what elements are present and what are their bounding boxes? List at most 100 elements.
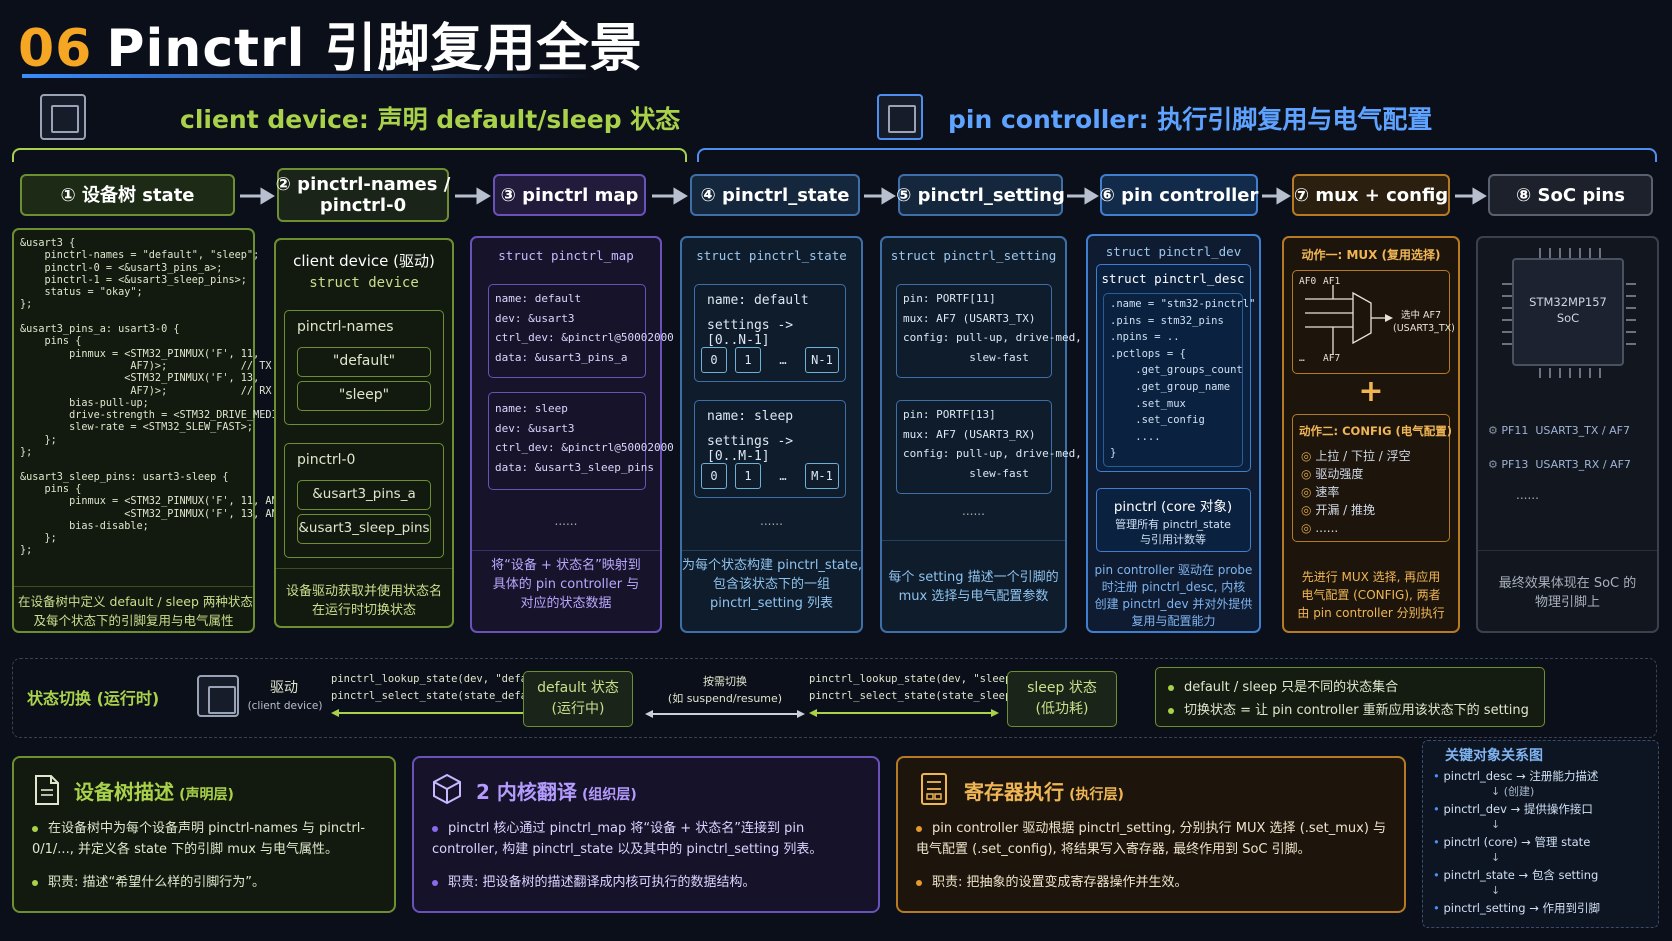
- step-4-label: ④ pinctrl_state: [700, 184, 850, 206]
- pinctrl-names-box: pinctrl-names "default" "sleep": [284, 310, 444, 425]
- toggle-label: 按需切换 (如 suspend/resume): [667, 675, 783, 705]
- client-bracket: [12, 148, 687, 162]
- register-icon: [921, 773, 947, 805]
- switch-label: 状态切换 (运行时): [27, 689, 160, 708]
- state-entry-default: name: default settings -> [0..N-1] 0 1 ……: [694, 284, 846, 382]
- pinctrl-desc-lines: .name = "stm32-pinctrl" .pins = stm32_pi…: [1110, 298, 1256, 460]
- relation-item: • pinctrl_desc → 注册能力描述: [1433, 769, 1599, 783]
- relation-item: • pinctrl_setting → 作用到引脚: [1433, 901, 1601, 915]
- config-item: ◎ 上拉 / 下拉 / 浮空: [1301, 449, 1411, 463]
- pinctrl-core-box: pinctrl (core 对象) 管理所有 pinctrl_state 与引用…: [1096, 488, 1251, 552]
- config-item-text: ......: [1315, 521, 1339, 535]
- map-entry-sleep-text: name: sleep dev: &usart3 ctrl_dev: &pinc…: [495, 402, 674, 474]
- controller-section-header: pin controller: 执行引脚复用与电气配置: [948, 100, 1432, 136]
- map-entry-default-text: name: default dev: &usart3 ctrl_dev: &pi…: [495, 292, 674, 364]
- bottom-card-register: 寄存器执行 (执行层) pin controller 驱动根据 pinctrl_…: [896, 756, 1406, 913]
- bottom-kernel-bullet: pinctrl 核心通过 pinctrl_map 将“设备 + 状态名”连接到 …: [432, 818, 872, 860]
- mux-diagram: [1305, 285, 1393, 355]
- mux-diagram-box: AF0 AF1 … AF7 选中 AF7 (USART3_TX): [1292, 270, 1455, 374]
- step-2: ② pinctrl-names / pinctrl-0: [275, 168, 451, 222]
- bottom-register-header: 寄存器执行 (执行层): [964, 776, 1124, 805]
- pctldev-card: struct pinctrl_dev struct pinctrl_desc .…: [1086, 234, 1261, 633]
- cell-ellipsis: …: [779, 469, 787, 483]
- mux-input-af7: AF7: [1323, 353, 1341, 364]
- step-3-label: ③ pinctrl map: [500, 184, 639, 206]
- bottom-dts-header: 设备树描述 (声明层): [74, 776, 234, 805]
- setting-card: struct pinctrl_setting pin: PORTF[11] mu…: [880, 236, 1082, 633]
- title-text: Pinctrl 引脚复用全景: [106, 19, 643, 79]
- setting-entry-rx-text: pin: PORTF[13] mux: AF7 (USART3_RX) conf…: [903, 408, 1082, 480]
- map-caption: 将“设备 + 状态名”映射到 具体的 pin controller 与 对应的状…: [491, 558, 641, 611]
- mux-caption: 先进行 MUX 选择, 再应用 电气配置 (CONFIG), 两者 由 pin …: [1297, 570, 1445, 620]
- step-5-label: ⑤ pinctrl_setting: [896, 184, 1065, 206]
- config-item: ◎ 驱动强度: [1301, 467, 1364, 481]
- pinctrl-names-label: pinctrl-names: [297, 319, 394, 335]
- relation-text: pinctrl_dev → 提供操作接口: [1443, 802, 1593, 816]
- driver-chip-icon: [197, 675, 239, 717]
- client-caption: 设备驱动获取并使用状态名 在运行时切换状态: [285, 584, 442, 618]
- bottom-register-title: 寄存器执行: [964, 780, 1064, 804]
- soc-divider: [1478, 550, 1657, 551]
- relation-sub: ↓: [1491, 884, 1501, 897]
- state-divider: [682, 550, 861, 551]
- step-1-label: ① 设备树 state: [60, 184, 195, 206]
- setting-divider: [882, 540, 1065, 541]
- bottom-dts-tag: (声明层): [179, 787, 234, 803]
- soc-pin-name: PF11: [1501, 424, 1529, 437]
- soc-card: STM32MP157 SoC ⚙ PF11 USART3_TX / AF7 ⚙ …: [1476, 236, 1659, 633]
- client-chip-icon: [40, 94, 86, 140]
- config-item-text: 驱动强度: [1315, 467, 1364, 481]
- bottom-kernel-bullet-text: pinctrl 核心通过 pinctrl_map 将“设备 + 状态名”连接到 …: [432, 821, 823, 857]
- mux-title: 动作一: MUX (复用选择): [1301, 248, 1441, 262]
- cell: M-1: [805, 463, 839, 489]
- relation-item: • pinctrl_state → 包含 setting: [1433, 868, 1599, 882]
- dts-divider: [14, 586, 253, 587]
- bottom-dts-bullet: 在设备树中为每个设备声明 pinctrl-names 与 pinctrl-0/1…: [32, 818, 388, 860]
- setting-entry-rx: pin: PORTF[13] mux: AF7 (USART3_RX) conf…: [896, 400, 1082, 494]
- pinctrl-core-desc: 管理所有 pinctrl_state 与引用计数等: [1115, 518, 1231, 546]
- relation-text: pinctrl_setting → 作用到引脚: [1443, 901, 1601, 915]
- step-2-label: ② pinctrl-names / pinctrl-0: [275, 174, 451, 216]
- map-entry-sleep: name: sleep dev: &usart3 ctrl_dev: &pinc…: [488, 392, 674, 490]
- driver-label: 驱动: [270, 680, 298, 696]
- setting-entry-tx-text: pin: PORTF[11] mux: AF7 (USART3_TX) conf…: [903, 292, 1082, 364]
- step-4: ④ pinctrl_state: [690, 174, 860, 216]
- cell: 0: [701, 347, 727, 373]
- setting-ellipsis: ......: [962, 504, 985, 518]
- pctldev-caption: pin controller 驱动在 probe 时注册 pinctrl_des…: [1094, 563, 1253, 628]
- state-sleep-name: name: sleep: [707, 409, 794, 424]
- config-item-text: 开漏 / 推挽: [1315, 503, 1375, 517]
- config-title: 动作二: CONFIG (电气配置): [1299, 424, 1453, 438]
- arrow-to-sleep: [809, 709, 999, 717]
- controller-chip-icon: [877, 94, 923, 140]
- bottom-dts-bullet: 职责: 描述“希望什么样的引脚行为”。: [32, 872, 388, 893]
- soc-pin-row: ⚙ PF13 USART3_RX / AF7: [1488, 458, 1631, 471]
- pctldev-title: struct pinctrl_dev: [1105, 244, 1242, 259]
- pinctrl-desc-box: struct pinctrl_desc .name = "stm32-pinct…: [1096, 264, 1255, 472]
- dts-code: &usart3 { pinctrl-names = "default", "sl…: [20, 238, 321, 557]
- setting-entry-tx: pin: PORTF[11] mux: AF7 (USART3_TX) conf…: [896, 284, 1082, 378]
- relation-sub: ↓: [1491, 851, 1501, 864]
- step-7-label: ⑦ mux + config: [1293, 184, 1449, 206]
- sleep-state-box: sleep 状态 (低功耗): [1007, 671, 1117, 727]
- switch-note: default / sleep 只是不同的状态集合: [1168, 676, 1398, 695]
- config-item: ◎ ......: [1301, 521, 1339, 535]
- mux-input-af1: AF1: [1323, 276, 1341, 287]
- client-section-label: client device:: [180, 105, 369, 134]
- cell: 1: [735, 347, 761, 373]
- switch-note-text: 切换状态 = 让 pin controller 重新应用该状态下的 settin…: [1184, 703, 1529, 718]
- map-divider: [472, 550, 660, 551]
- soc-pin-func: USART3_TX / AF7: [1535, 424, 1630, 437]
- config-item-text: 速率: [1315, 485, 1340, 499]
- relations-panel: 关键对象关系图 • pinctrl_desc → 注册能力描述 ↓ (创建) •…: [1422, 740, 1659, 928]
- soc-pin-row: ⚙ PF11 USART3_TX / AF7: [1488, 424, 1630, 437]
- relation-text: pinctrl_desc → 注册能力描述: [1443, 769, 1599, 783]
- document-icon: [35, 775, 59, 805]
- pinctrl-0-box: pinctrl-0 &usart3_pins_a &usart3_sleep_p…: [284, 443, 444, 558]
- map-ellipsis: ......: [554, 514, 578, 528]
- state-sleep-cells: 0 1 … M-1: [701, 463, 839, 489]
- relation-text: pinctrl (core) → 管理 state: [1443, 835, 1591, 849]
- switch-note-text: default / sleep 只是不同的状态集合: [1184, 680, 1399, 695]
- name-default: "default": [297, 347, 431, 377]
